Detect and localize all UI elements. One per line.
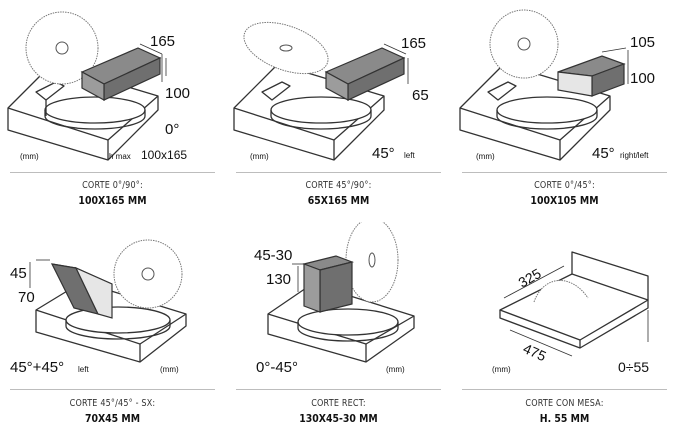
dim-b: 475	[521, 340, 549, 364]
cut-value: 100X105 MM	[530, 194, 599, 207]
saw-drawing: 165 65 45° left (mm)	[233, 21, 429, 162]
angle-suffix: left	[78, 365, 89, 374]
cut-label: CORTE RECT:	[311, 398, 366, 409]
unit-label: (mm)	[386, 365, 405, 374]
dim-a: 165	[401, 35, 426, 52]
note-prefix: h max	[109, 152, 131, 161]
dim-b: 100	[165, 85, 190, 102]
cut-value: 70X45 MM	[84, 412, 141, 425]
dim-b: 65	[412, 87, 429, 104]
dim-a: 45	[10, 265, 27, 282]
dim-a: 105	[630, 34, 655, 51]
unit-label: (mm)	[20, 152, 39, 161]
diagram-cut-0-90: 165 100 0° (mm) h max 100x165 CORTE 0°/9…	[0, 0, 225, 220]
caption-divider	[236, 389, 441, 390]
saw-drawing: 105 100 45° right/left (mm)	[459, 9, 655, 162]
cut-label: CORTE CON MESA:	[525, 398, 604, 409]
diagram-cut-0-45: 105 100 45° right/left (mm) CORTE 0°/45°…	[452, 0, 677, 220]
angle-suffix: left	[404, 151, 415, 160]
unit-label: (mm)	[160, 365, 179, 374]
dim-b: 100	[630, 70, 655, 87]
caption-divider	[462, 172, 667, 173]
diagram-cut-45-90: 165 65 45° left (mm) CORTE 45°/90°: 65X1…	[226, 0, 451, 220]
unit-label: (mm)	[492, 365, 511, 374]
cut-value: 65X165 MM	[307, 194, 370, 207]
angle-label: 45°+45°	[10, 359, 64, 376]
caption-divider	[10, 172, 215, 173]
cut-value: H. 55 MM	[539, 412, 590, 425]
cut-label: CORTE 0°/45°:	[534, 180, 595, 191]
diagram-cut-table: 325 475 0÷55 (mm) CORTE CON MESA: H. 55 …	[452, 222, 677, 439]
cut-value: 130X45-30 MM	[299, 412, 378, 425]
caption-divider	[462, 389, 667, 390]
angle-label: 45°	[592, 145, 615, 162]
caption-divider	[10, 389, 215, 390]
dim-b: 130	[266, 271, 291, 288]
note-label: 100x165	[141, 148, 187, 162]
cut-label: CORTE 45°/45° - SX:	[69, 398, 156, 409]
table-drawing: 325 475 0÷55 (mm)	[492, 251, 649, 375]
angle-suffix: right/left	[620, 151, 649, 160]
cut-value: 100X165 MM	[78, 194, 147, 207]
cut-label: CORTE 45°/90°:	[305, 180, 372, 191]
cut-label: CORTE 0°/90°:	[82, 180, 143, 191]
angle-label: 45°	[372, 145, 395, 162]
saw-drawing: 165 100 0° (mm) h max 100x165	[7, 11, 190, 162]
caption-divider	[236, 172, 441, 173]
dim-c: 0÷55	[618, 359, 649, 375]
dim-a: 325	[516, 265, 544, 291]
diagram-cut-45-45-sx: 45 70 45°+45° left (mm) CORTE 45°/45° - …	[0, 222, 225, 439]
diagram-cut-rect: 45-30 130 0°-45° (mm) CORTE RECT: 130X45…	[226, 222, 451, 439]
angle-label: 0°	[165, 121, 179, 138]
angle-label: 0°-45°	[256, 359, 298, 376]
unit-label: (mm)	[250, 152, 269, 161]
saw-drawing: 45-30 130 0°-45° (mm)	[254, 222, 415, 376]
dim-a: 45-30	[254, 247, 292, 264]
dim-b: 70	[18, 289, 35, 306]
dim-a: 165	[150, 33, 175, 50]
unit-label: (mm)	[476, 152, 495, 161]
saw-drawing: 45 70 45°+45° left (mm)	[10, 239, 187, 376]
